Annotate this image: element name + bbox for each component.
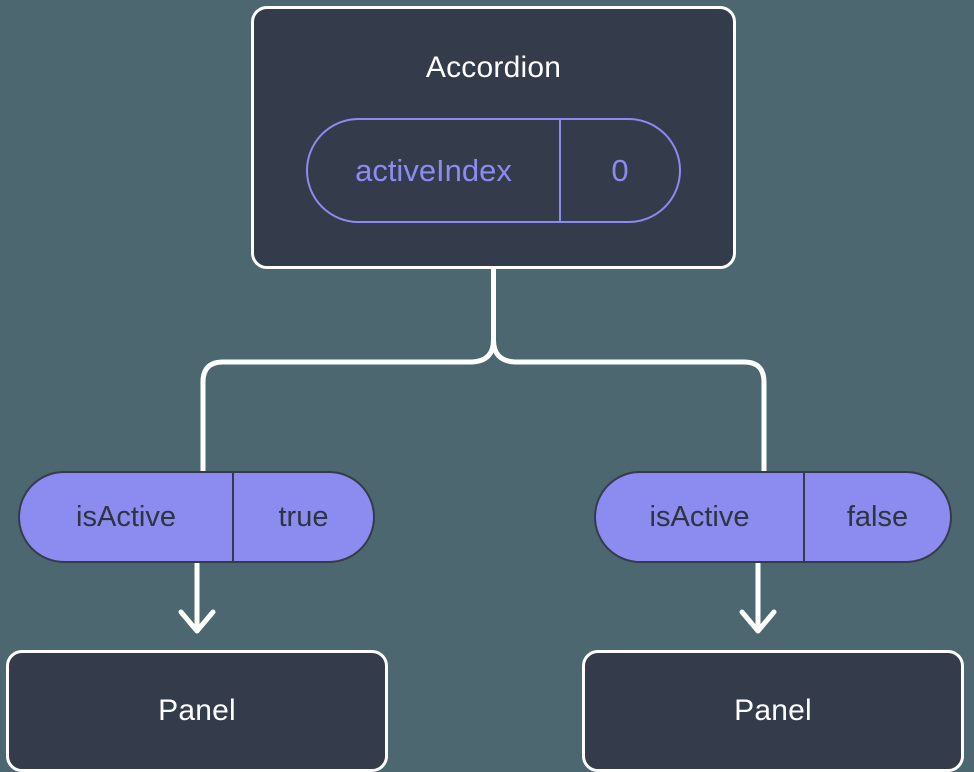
prop-pill-right-value: false bbox=[846, 500, 909, 533]
edge-fork-left bbox=[469, 337, 496, 365]
arrow-left-head bbox=[178, 609, 216, 634]
edge-fork-right bbox=[491, 337, 518, 365]
edge-branch-right bbox=[512, 359, 767, 474]
prop-pill-isactive-true[interactable]: isActive true bbox=[18, 471, 375, 563]
node-panel-left[interactable]: Panel bbox=[6, 650, 388, 772]
prop-pill-left-value: true bbox=[278, 500, 329, 533]
node-accordion-title: Accordion bbox=[425, 51, 562, 84]
node-panel-right[interactable]: Panel bbox=[582, 650, 964, 772]
arrow-right-head bbox=[739, 609, 777, 634]
prop-pill-right-key: isActive bbox=[596, 473, 805, 561]
state-pill-activeindex[interactable]: activeIndex 0 bbox=[306, 118, 681, 223]
state-pill-value: 0 bbox=[611, 153, 629, 188]
prop-pill-isactive-false[interactable]: isActive false bbox=[594, 471, 952, 563]
node-panel-right-title: Panel bbox=[734, 694, 812, 727]
prop-pill-left-key: isActive bbox=[20, 473, 234, 561]
state-pill-key: activeIndex bbox=[308, 120, 561, 221]
edge-branch-left bbox=[200, 359, 475, 474]
node-panel-left-title: Panel bbox=[158, 694, 236, 727]
